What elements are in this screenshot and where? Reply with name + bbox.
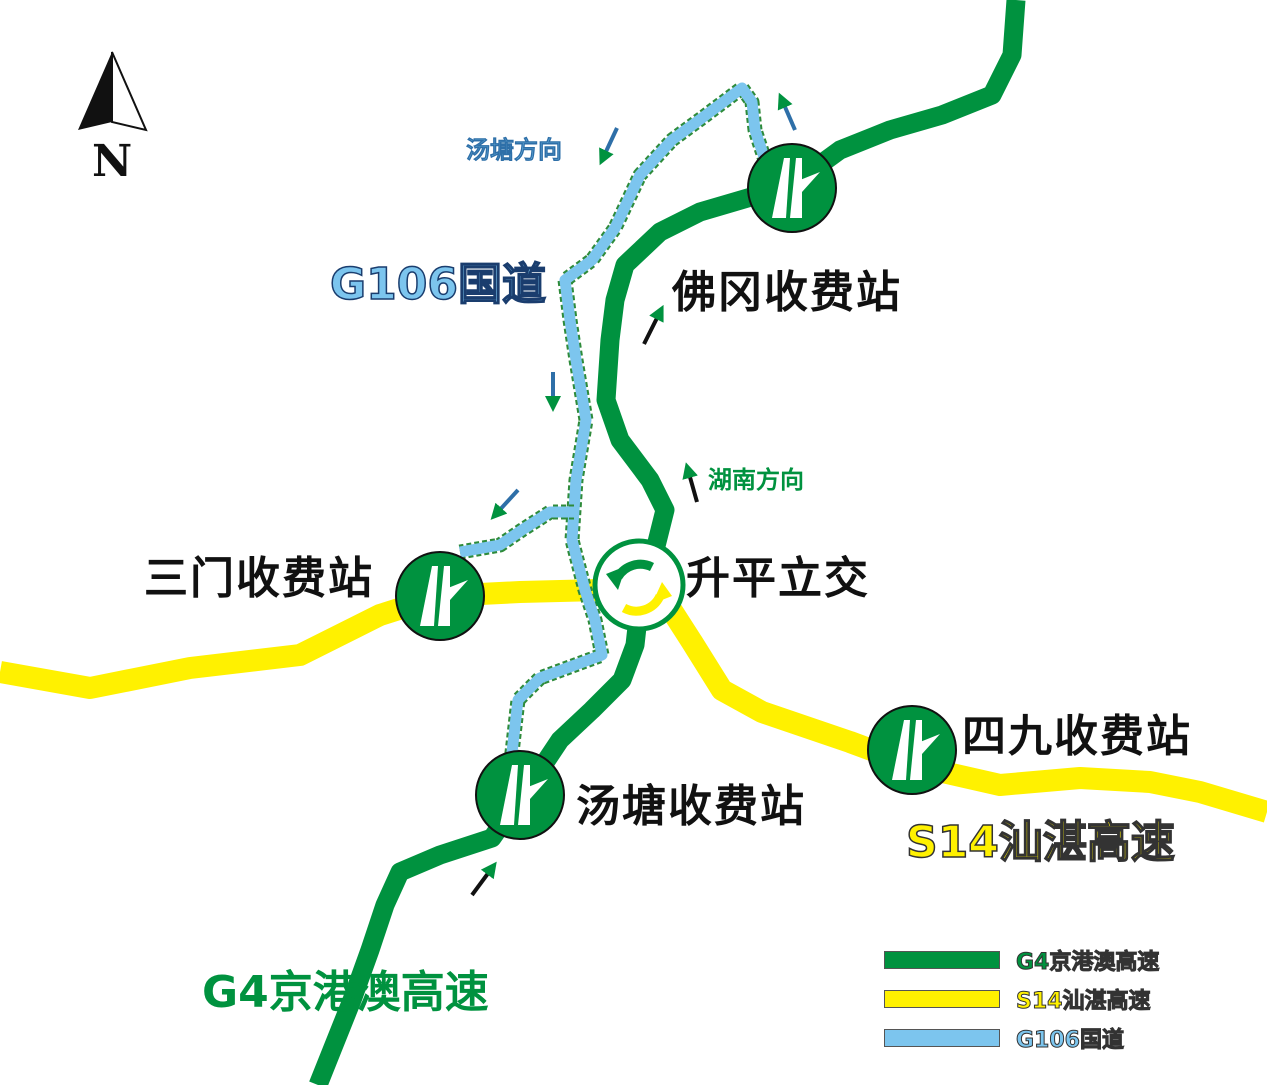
road-label-g106: G106国道 [329,258,546,311]
direction-label-hunan: 湖南方向 [708,466,804,494]
road-s14-west [0,579,601,699]
legend-swatch [884,1029,1000,1047]
legend-label: G106国道 [1016,1028,1125,1054]
legend-label: S14汕湛高速 [1015,989,1151,1015]
station-label-tangtang: 汤塘收费站 [576,781,806,832]
legend-item-g106: G106国道 [884,1022,1124,1054]
legend-swatch [884,990,1000,1008]
interchange-label: 升平立交 [686,553,870,604]
arrow-icon [490,488,520,520]
arrow-icon [599,127,619,166]
legend-swatch [884,951,1000,969]
road-label-g4: G4京港澳高速 [202,967,489,1018]
station-label-sijiu: 四九收费站 [962,711,1192,762]
arrow-icon [777,92,797,131]
legend-label: G4京港澳高速 [1015,950,1160,976]
interchange-icon[interactable] [592,538,686,632]
compass-label: N [92,136,133,187]
toll-station-icon-sanmen[interactable] [395,551,485,641]
north-arrow-icon [78,51,148,132]
direction-label-tangtang: 汤塘方向 [466,136,563,165]
station-label-sanmen: 三门收费站 [144,553,374,604]
legend-item-g4: G4京港澳高速 [884,944,1160,976]
station-label-foggang: 佛冈收费站 [672,267,902,318]
toll-station-icon-tangtang[interactable] [475,750,565,840]
toll-station-icon-foggang[interactable] [747,143,837,233]
road-label-s14: S14汕湛高速 [905,816,1175,869]
road-g4 [309,0,1026,1085]
legend-item-s14: S14汕湛高速 [884,983,1151,1015]
arrow-icon [682,462,699,503]
arrow-icon [642,304,664,345]
arrow-icon [470,861,497,897]
toll-station-icon-sijiu[interactable] [867,705,957,795]
